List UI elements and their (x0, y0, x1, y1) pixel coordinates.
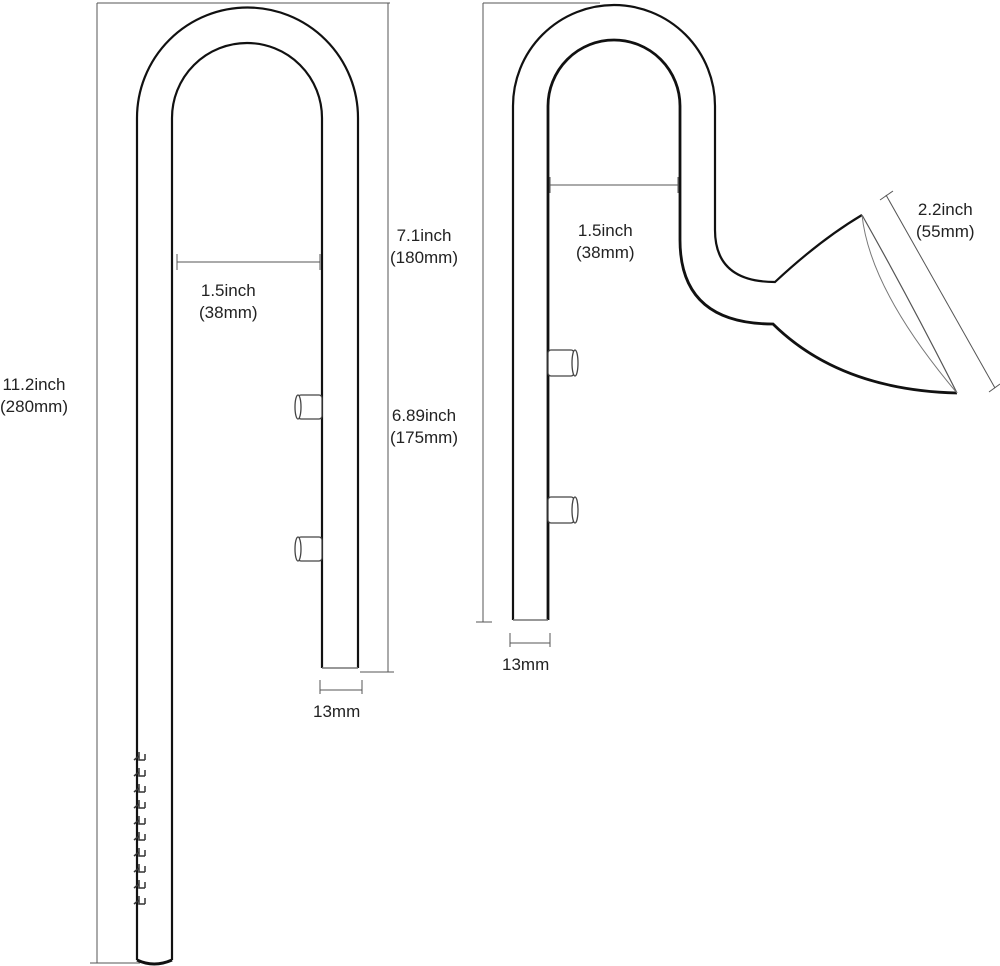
outflow-pipe (511, 3, 958, 621)
left-leg-height-inch: 7.1inch (396, 226, 452, 245)
slot-mark (133, 816, 146, 825)
total-height-inch: 11.2inch (2, 375, 66, 394)
left-width-mm: (38mm) (199, 303, 258, 322)
slot-mark (133, 784, 146, 793)
right-leg-height-label: 6.89inch (175mm) (390, 405, 458, 449)
slot-mark (133, 832, 146, 841)
slot-mark (133, 848, 146, 857)
intake-pipe (135, 6, 360, 966)
slot-mark (133, 864, 146, 873)
left-width-label: 1.5inch (38mm) (199, 280, 258, 324)
total-height-label: 11.2inch (280mm) (0, 374, 68, 418)
left-leg-height-mm: (180mm) (390, 248, 459, 267)
right-leg-height-inch: 6.89inch (391, 406, 457, 425)
right-width-mm: (38mm) (576, 243, 635, 262)
total-height-mm: (280mm) (0, 397, 69, 416)
slot-mark (133, 800, 146, 809)
right-diameter-label: 13mm (502, 655, 550, 674)
intake-slots (133, 752, 146, 905)
outflow-nozzles (547, 349, 579, 524)
cone-diameter-mm: (55mm) (916, 222, 975, 241)
slot-mark (133, 896, 146, 905)
right-leg-height-mm: (175mm) (390, 428, 459, 447)
right-width-label: 1.5inch (38mm) (576, 220, 635, 264)
slot-mark (133, 880, 146, 889)
intake-nozzles (294, 394, 323, 562)
right-width-inch: 1.5inch (577, 221, 633, 240)
left-leg-height-label: 7.1inch (180mm) (390, 225, 458, 269)
dimension-lines (90, 2, 1000, 964)
left-width-inch: 1.5inch (200, 281, 256, 300)
slot-mark (133, 752, 146, 761)
cone-diameter-inch: 2.2inch (917, 200, 973, 219)
cone-diameter-label: 2.2inch (55mm) (916, 199, 975, 243)
left-diameter-label: 13mm (313, 702, 361, 721)
slot-mark (133, 768, 146, 777)
